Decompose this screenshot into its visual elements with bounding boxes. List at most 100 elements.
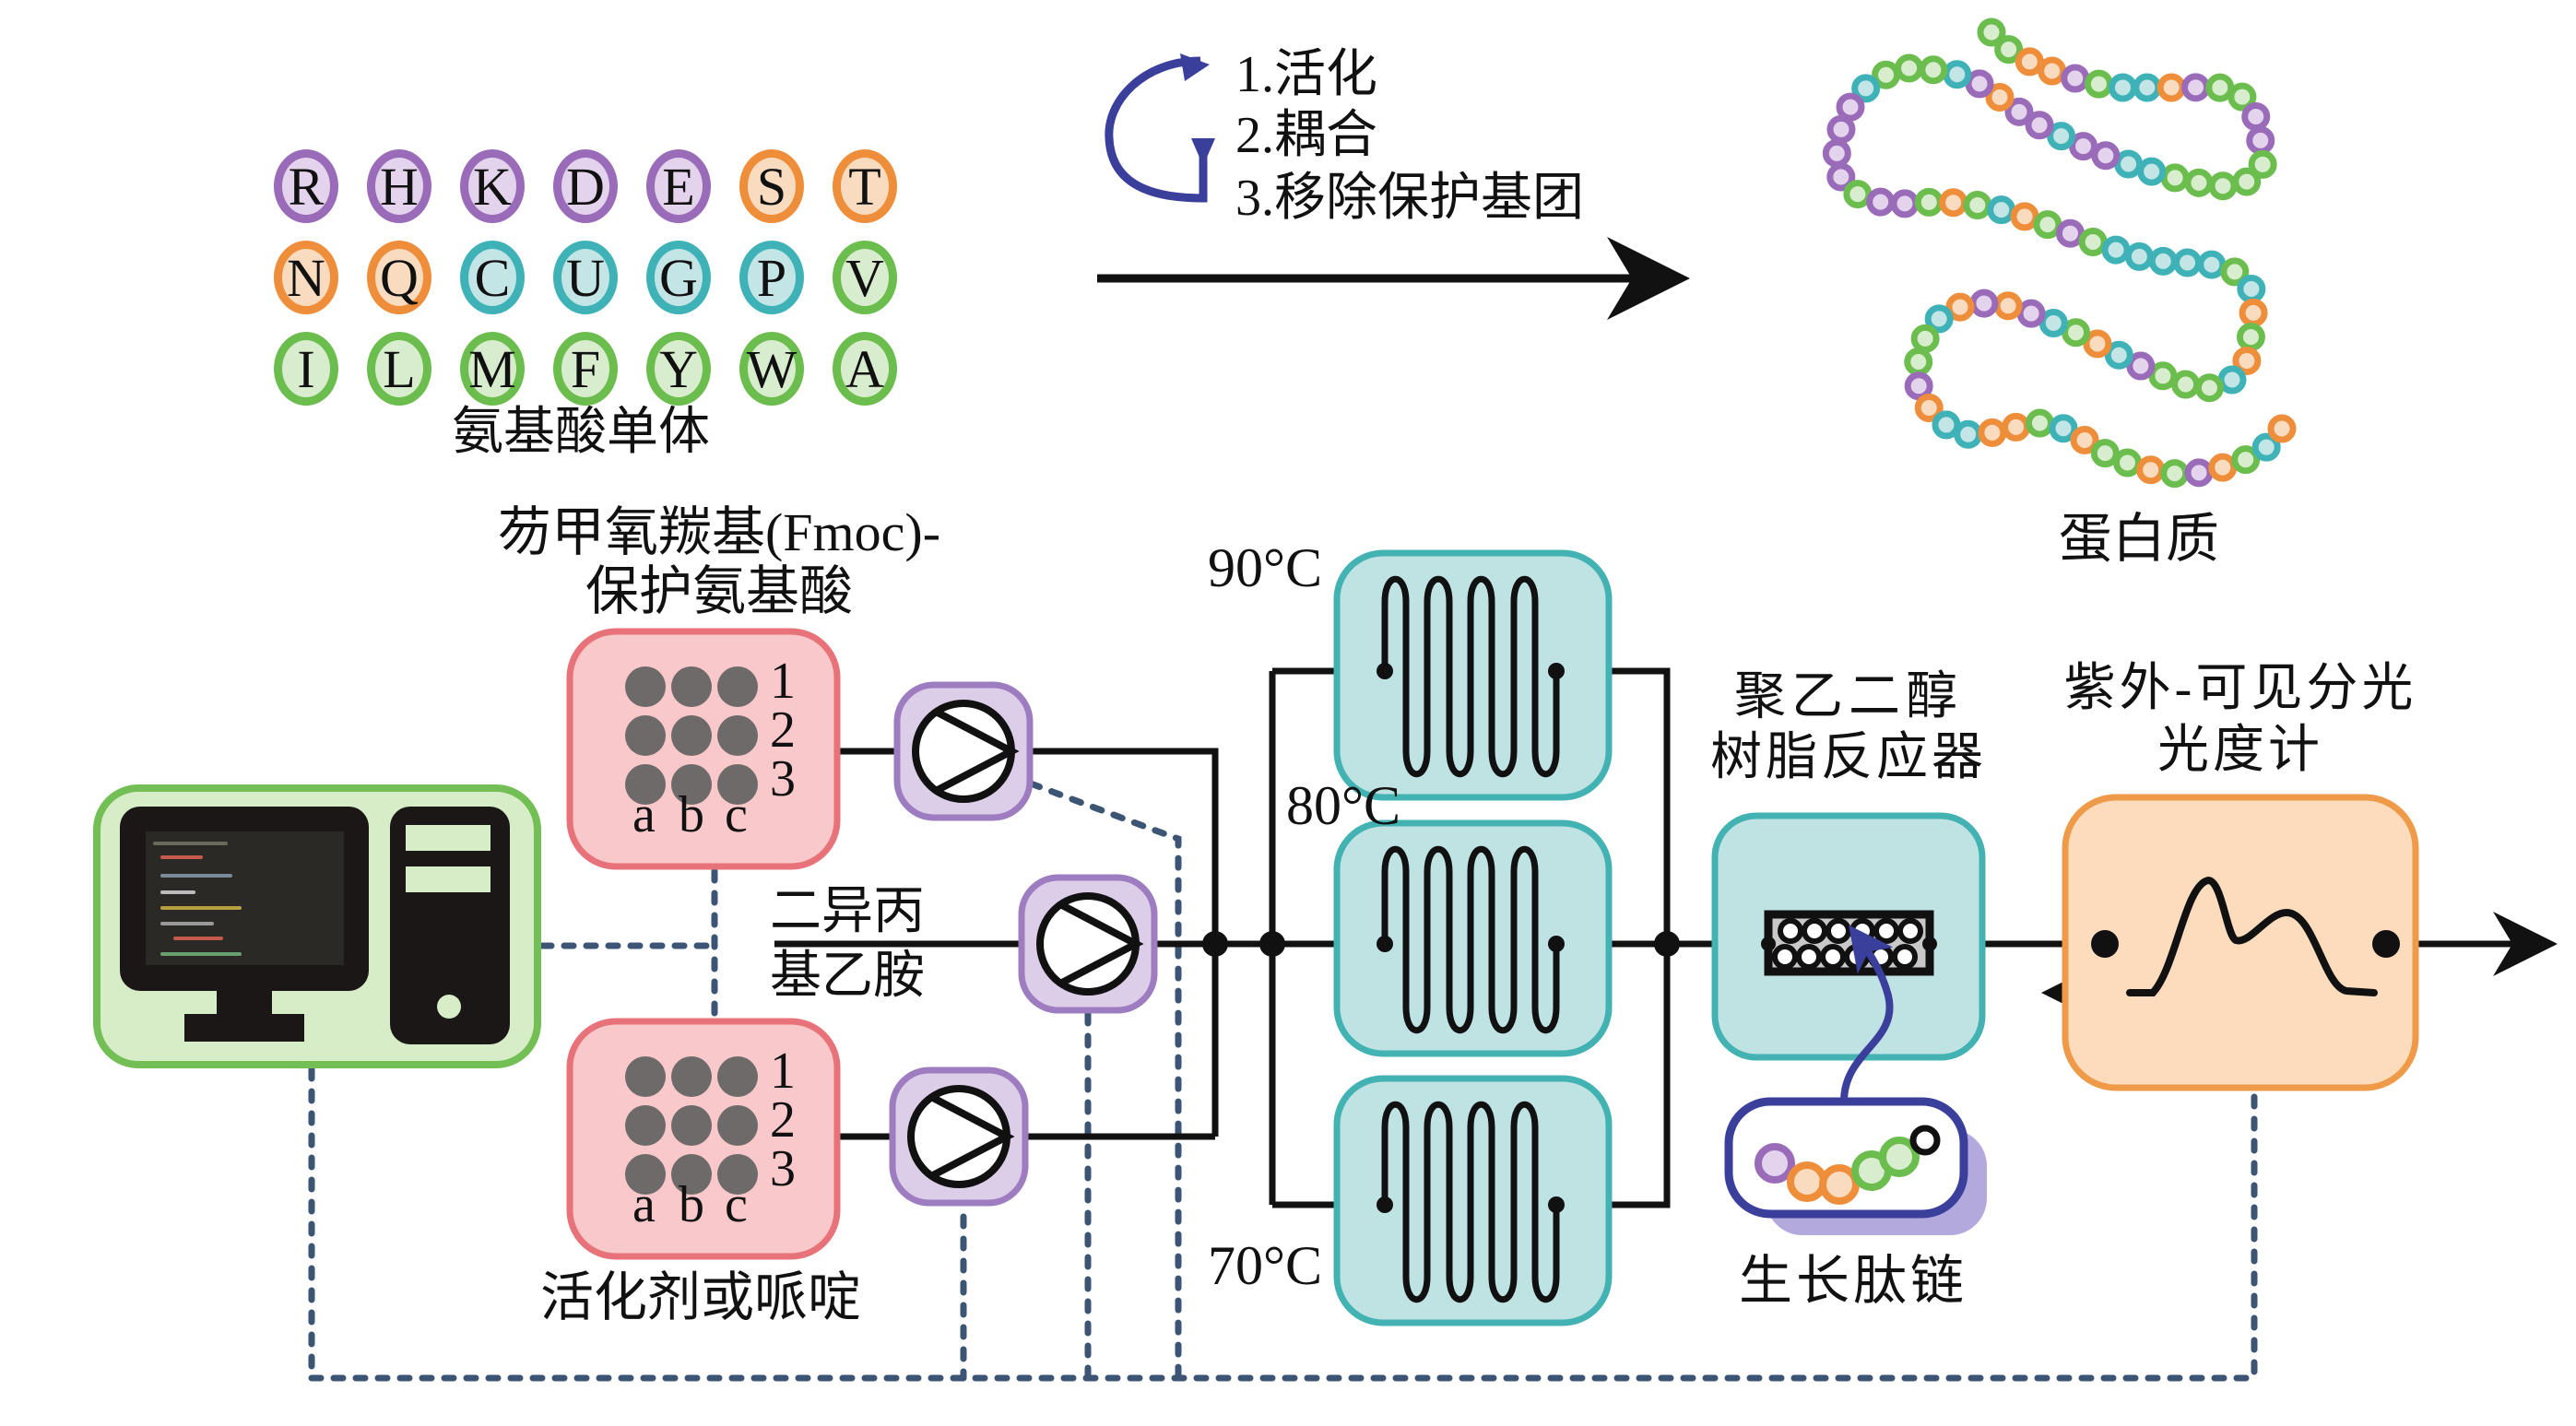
protein-bead (2137, 157, 2167, 186)
outlet-port (2372, 930, 2400, 958)
protein-bead (1945, 292, 1975, 322)
protein-bead (1904, 371, 1933, 401)
reservoir-row-label: 3 (770, 750, 796, 807)
vial-c1[interactable] (717, 666, 758, 707)
protein-bead (1890, 189, 1920, 218)
computer-icon[interactable] (93, 784, 541, 1068)
amino-acid-T: T (833, 149, 897, 223)
reservoir-row-label: 2 (770, 1091, 796, 1149)
dipea-label-line2: 基乙胺 (770, 948, 925, 1005)
protein-bead (2133, 73, 2162, 102)
protein-bead (2251, 432, 2281, 462)
peg-resin-reactor[interactable] (1711, 812, 1986, 1061)
pump-activator-icon[interactable] (889, 1067, 1029, 1207)
heater-70°C[interactable] (1333, 1075, 1613, 1326)
amino-acid-V: V (833, 241, 897, 314)
protein-bead (2047, 122, 2076, 151)
vial-a2[interactable] (625, 1105, 666, 1146)
vial-b1[interactable] (671, 666, 712, 707)
protein-bead (1914, 187, 1944, 217)
amino-acid-A: A (833, 332, 897, 406)
protein-bead (2004, 97, 2034, 126)
monitor-base (184, 1014, 304, 1042)
peptide-bead-terminal (1909, 1125, 1941, 1156)
spectrometer-label-line1: 紫外-可见分光 (2063, 660, 2417, 717)
vial-a1[interactable] (625, 666, 666, 707)
protein-bead (1910, 324, 1940, 353)
peptide-beads (1755, 1125, 1941, 1205)
protein-bead (1851, 74, 1881, 103)
heater-80°C[interactable] (1333, 819, 1613, 1057)
vial-c2[interactable] (717, 715, 758, 756)
protein-bead (2070, 425, 2099, 454)
protein-bead (2101, 235, 2131, 265)
peptide-bead (1787, 1161, 1827, 1202)
protein-bead (2246, 125, 2275, 155)
amino-acid-F: F (553, 332, 618, 406)
amino-acid-monomers-label: 氨基酸单体 (452, 404, 710, 461)
vial-a2[interactable] (625, 715, 666, 756)
reservoir-col-label: c (725, 1176, 748, 1233)
resin-bead (1892, 944, 1918, 970)
protein-bead (2220, 257, 2250, 287)
protein-bead (1969, 289, 1999, 318)
pc-tower (390, 807, 510, 1044)
vial-a3[interactable] (625, 764, 666, 805)
protein-bead (1987, 195, 2016, 225)
code-lines (153, 842, 242, 956)
activator-piperidine-reservoir[interactable] (566, 1018, 841, 1260)
amino-acid-N: N (274, 241, 338, 314)
fmoc-reservoir-title-line2: 保护氨基酸 (585, 561, 853, 621)
protein-bead (2126, 351, 2156, 381)
cycle-arrow-icon (1105, 53, 1215, 203)
reservoir-row-label: 1 (770, 653, 796, 710)
protein-bead (1826, 114, 1856, 144)
protein-bead (1978, 418, 2007, 447)
heater-temp-80: 80°C (1286, 775, 1401, 836)
protein-bead (2231, 445, 2261, 475)
cycle-step-activation: 1.活化 (1235, 46, 1377, 103)
peptide-bead (1879, 1137, 1920, 1177)
pump-fmoc-icon[interactable] (893, 681, 1034, 821)
protein-bead (2173, 248, 2203, 277)
amino-acid-W: W (739, 332, 804, 406)
fmoc-reservoir-title-line1: 芴甲氧羰基(Fmoc)- (497, 502, 941, 562)
junction-dots (1202, 931, 1680, 957)
reservoir-col-label: b (679, 1176, 704, 1233)
amino-acid-R: R (274, 149, 338, 223)
vial-b3[interactable] (671, 764, 712, 805)
reservoir-row-label: 2 (770, 701, 796, 759)
coil (1381, 1101, 1560, 1303)
protein-bead (2148, 246, 2178, 276)
pump-dipea-icon[interactable] (1018, 874, 1158, 1014)
vial-c2[interactable] (717, 1105, 758, 1146)
protein-bead (2090, 439, 2120, 468)
protein-bead (2083, 329, 2112, 359)
vial-b3[interactable] (671, 1154, 712, 1195)
fmoc-amino-acid-reservoir[interactable] (566, 628, 841, 870)
heater-90°C[interactable] (1333, 549, 1613, 801)
vial-a3[interactable] (625, 1154, 666, 1195)
vial-a1[interactable] (625, 1056, 666, 1097)
activator-reservoir-title: 活化剂或哌啶 (539, 1267, 861, 1327)
vial-b2[interactable] (671, 1105, 712, 1146)
amino-acid-I: I (274, 332, 338, 406)
coil (1381, 845, 1560, 1034)
vial-b2[interactable] (671, 715, 712, 756)
amino-acid-G: G (646, 241, 711, 314)
protein-bead (1919, 55, 1948, 85)
amino-acid-H: H (367, 149, 431, 223)
protein-bead (2091, 141, 2121, 171)
protein-bead (2232, 346, 2262, 375)
cycle-step-deprotection: 3.移除保护基团 (1235, 170, 1584, 227)
coil (1381, 575, 1560, 778)
vial-c3[interactable] (717, 1154, 758, 1195)
reservoir-row-label: 1 (770, 1043, 796, 1100)
protein-bead (1977, 18, 2006, 47)
vial-b1[interactable] (671, 1056, 712, 1097)
uv-vis-spectrophotometer[interactable] (2062, 794, 2419, 1091)
vial-c1[interactable] (717, 1056, 758, 1097)
protein-bead (2038, 56, 2067, 86)
monitor-screen (146, 831, 344, 965)
vial-c3[interactable] (717, 764, 758, 805)
